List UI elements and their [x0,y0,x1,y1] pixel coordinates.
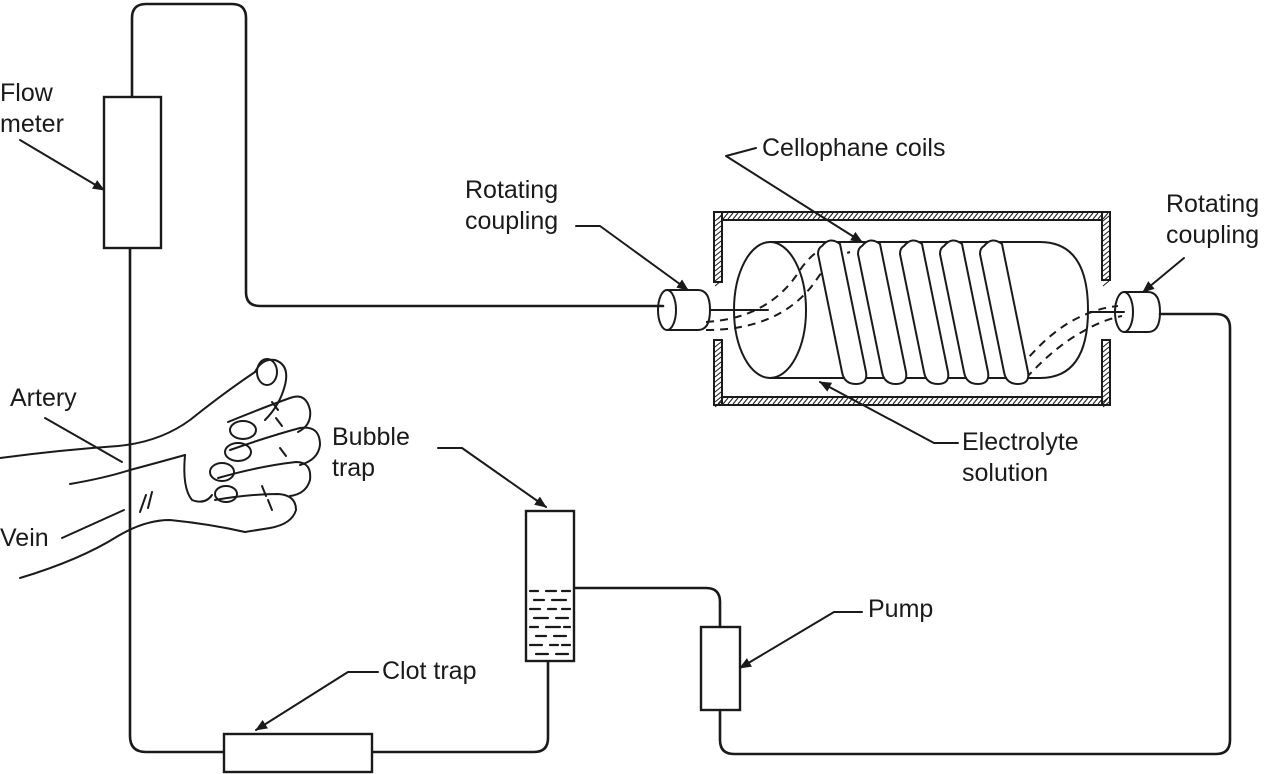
label-pump: Pump [868,595,934,623]
label-artery: Artery [10,384,77,412]
tube-bubble-trap-to-pump [572,586,722,629]
arrow-pump [739,611,863,669]
arrow-clot-trap [255,671,379,731]
arrow-electrolyte-solution [819,381,959,444]
clot-trap [222,732,374,774]
pump [699,625,742,712]
rotating-coupling-right [1089,291,1161,333]
label-cellophane-coils: Cellophane coils [762,134,946,162]
bubble-trap [524,509,576,663]
tube-clot-trap-to-bubble-trap [370,660,550,754]
arrow-artery [44,417,123,463]
arrow-rotating-coupling-right [1142,257,1185,293]
arrow-cellophane-coils [725,147,863,243]
label-clot-trap: Clot trap [382,657,477,685]
tube-artery-to-clot-trap [128,246,226,754]
arrow-flow-meter [19,139,105,191]
arrow-bubble-trap [437,447,547,508]
label-vein: Vein [0,524,49,552]
tube-to-left-coupling [130,2,665,308]
arrow-vein [61,509,125,539]
cellophane-coils [817,239,1030,385]
arrow-rotating-coupling-left [575,225,689,291]
hand-illustration [0,358,321,579]
flow-meter [102,95,163,250]
electrolyte-tank [713,211,1111,408]
rotating-coupling-left [657,289,769,331]
tube-pump-to-right-coupling [718,312,1232,756]
